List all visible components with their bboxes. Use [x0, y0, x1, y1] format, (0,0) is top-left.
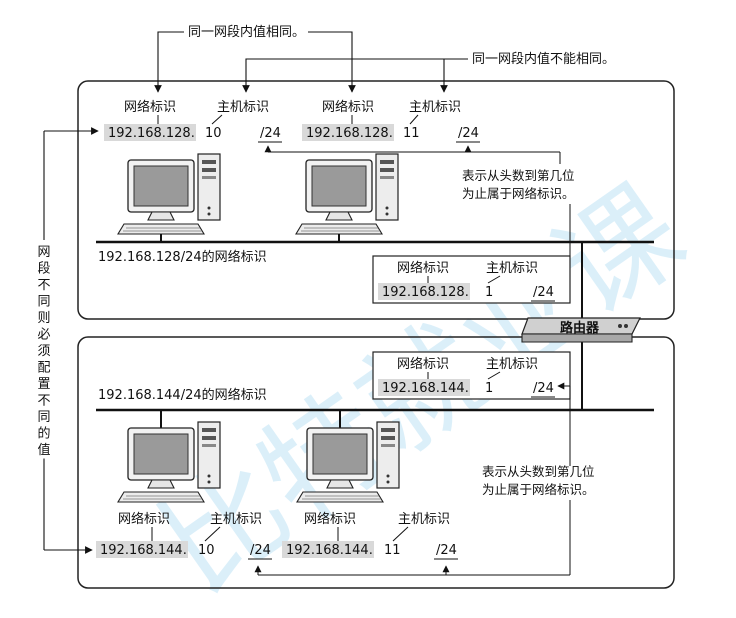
upper-pc-a — [117, 153, 221, 235]
left-note-char: 的 — [37, 426, 50, 442]
lower-host-a-prefix: /24 — [250, 543, 271, 558]
lower-router-network-label: 网络标识 — [397, 356, 449, 372]
upper-host-b-host-label: 主机标识 — [409, 100, 461, 115]
left-note-char: 网 — [37, 245, 50, 260]
upper-segment-label: 192.168.128/24的网络标识 — [98, 249, 267, 265]
upper-host-a-host-label: 主机标识 — [217, 100, 269, 115]
lower-host-b-host: 11 — [384, 543, 401, 558]
upper-host-a-prefix: /24 — [260, 126, 281, 141]
left-note-char: 配 — [37, 361, 50, 376]
left-note-char: 置 — [37, 377, 50, 392]
lower-host-b-prefix: /24 — [436, 543, 457, 558]
router: 路由器 — [521, 317, 641, 343]
upper-note-line2: 为止属于网络标识。 — [462, 186, 575, 201]
lower-note-line2: 为止属于网络标识。 — [482, 482, 595, 497]
lower-router-prefix: /24 — [533, 381, 554, 396]
note-same-value: 同一网段内值相同。 — [188, 24, 305, 40]
left-note-char: 段 — [37, 262, 50, 277]
upper-host-a-network-label: 网络标识 — [124, 99, 176, 115]
upper-host-b-net: 192.168.128. — [306, 126, 393, 141]
upper-pc-b — [295, 153, 399, 235]
lower-note-line1: 表示从头数到第几位 — [482, 464, 595, 479]
upper-router-host: 1 — [485, 285, 493, 300]
lower-router-host-label: 主机标识 — [486, 357, 538, 372]
lower-network-box — [77, 336, 675, 589]
lower-host-a-host: 10 — [198, 543, 215, 558]
upper-host-a-net: 192.168.128. — [108, 126, 195, 141]
left-note-char: 须 — [37, 344, 50, 359]
upper-host-a-host: 10 — [205, 126, 222, 141]
left-note-char: 则 — [37, 311, 50, 326]
upper-router-prefix: /24 — [533, 285, 554, 300]
left-note-char: 同 — [37, 410, 50, 425]
lower-router-interface-box — [372, 351, 571, 400]
lower-host-a-net: 192.168.144. — [100, 543, 187, 558]
upper-router-net: 192.168.128. — [382, 285, 469, 300]
left-note-char: 不 — [37, 278, 50, 293]
upper-router-network-label: 网络标识 — [397, 260, 449, 276]
left-note-char: 必 — [37, 328, 50, 343]
lower-router-host: 1 — [485, 381, 493, 396]
lower-host-a-network-label: 网络标识 — [118, 511, 170, 527]
lower-host-b-host-label: 主机标识 — [398, 512, 450, 527]
upper-note-line1: 表示从头数到第几位 — [462, 168, 575, 183]
router-label: 路由器 — [560, 320, 600, 336]
lower-host-a-host-label: 主机标识 — [210, 512, 262, 527]
lower-host-b-net: 192.168.144. — [286, 543, 373, 558]
upper-host-b-prefix: /24 — [458, 126, 479, 141]
lower-segment-label: 192.168.144/24的网络标识 — [98, 387, 267, 403]
upper-router-host-label: 主机标识 — [486, 261, 538, 276]
lower-host-b-network-label: 网络标识 — [304, 511, 356, 527]
note-different-value: 同一网段内值不能相同。 — [472, 51, 615, 67]
left-note-char: 值 — [37, 442, 50, 458]
left-note-char: 不 — [37, 394, 50, 409]
upper-host-b-host: 11 — [403, 126, 420, 141]
lower-router-net: 192.168.144. — [382, 381, 469, 396]
upper-host-b-network-label: 网络标识 — [322, 99, 374, 115]
left-note-char: 同 — [37, 295, 50, 310]
upper-network-box — [77, 80, 675, 320]
